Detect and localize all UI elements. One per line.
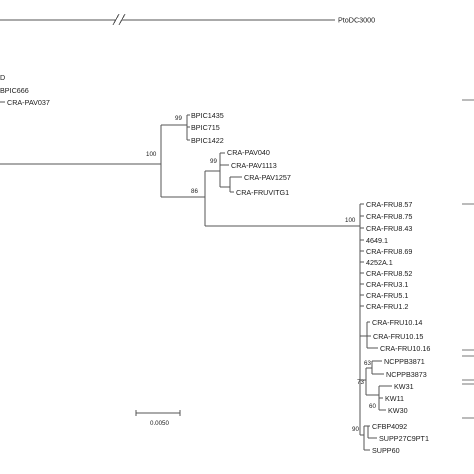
leaf-label: BPIC1422 — [191, 136, 224, 145]
bootstrap-value: 63 — [364, 360, 371, 367]
branch-break-mark — [112, 13, 120, 26]
leaf-label: CRA-FRU5.1 — [366, 291, 408, 300]
leaf-label: NCPPB3873 — [386, 370, 427, 379]
leaf-label: KW31 — [394, 382, 414, 391]
partial-label: BPIC666 — [0, 86, 29, 95]
bootstrap-value: 99 — [210, 158, 217, 165]
bootstrap-value: 90 — [352, 426, 359, 433]
leaf-label: CRA-FRU10.14 — [372, 318, 422, 327]
leaf-label: CRA-FRU10.16 — [380, 344, 430, 353]
bootstrap-value: 99 — [175, 115, 182, 122]
leaf-label: CRA-FRU1.2 — [366, 302, 408, 311]
bootstrap-value: 86 — [191, 188, 198, 195]
leaf-label: CRA-FRU10.15 — [373, 332, 423, 341]
leaf-label: SUPP60 — [372, 446, 400, 455]
leaf-label: BPIC1435 — [191, 111, 224, 120]
leaf-label: KW30 — [388, 406, 408, 415]
branch-break-mark — [118, 13, 126, 26]
scale-bar-label: 0.0050 — [150, 420, 169, 427]
leaf-label: CRA-FRU8.69 — [366, 247, 412, 256]
leaf-label: KW11 — [385, 394, 404, 403]
partial-label: CRA-PAV037 — [7, 98, 50, 107]
leaf-label: 4649.1 — [366, 236, 388, 245]
leaf-label: CRA-PAV1257 — [244, 173, 291, 182]
leaf-label: CRA-PAV040 — [227, 148, 270, 157]
bootstrap-value: 73 — [357, 379, 364, 386]
leaf-label: 4252A.1 — [366, 258, 393, 267]
leaf-label: SUPP27C9PT1 — [379, 434, 429, 443]
partial-label: D — [0, 73, 5, 82]
outgroup-label: PtoDC3000 — [338, 16, 375, 25]
leaf-label: CRA-FRU8.75 — [366, 212, 412, 221]
leaf-label: CRA-FRUVITG1 — [236, 188, 289, 197]
leaf-label: BPIC715 — [191, 123, 220, 132]
bootstrap-value: 60 — [369, 403, 376, 410]
leaf-label: NCPPB3871 — [384, 357, 425, 366]
leaf-label: CRA-FRU3.1 — [366, 280, 408, 289]
leaf-label: CRA-PAV1113 — [231, 161, 277, 170]
leaf-label: CFBP4092 — [372, 422, 407, 431]
leaf-label: CRA-FRU8.52 — [366, 269, 412, 278]
bootstrap-value: 100 — [345, 217, 356, 224]
leaf-label: CRA-FRU8.43 — [366, 224, 412, 233]
bootstrap-value: 100 — [146, 151, 157, 158]
leaf-label: CRA-FRU8.57 — [366, 200, 412, 209]
